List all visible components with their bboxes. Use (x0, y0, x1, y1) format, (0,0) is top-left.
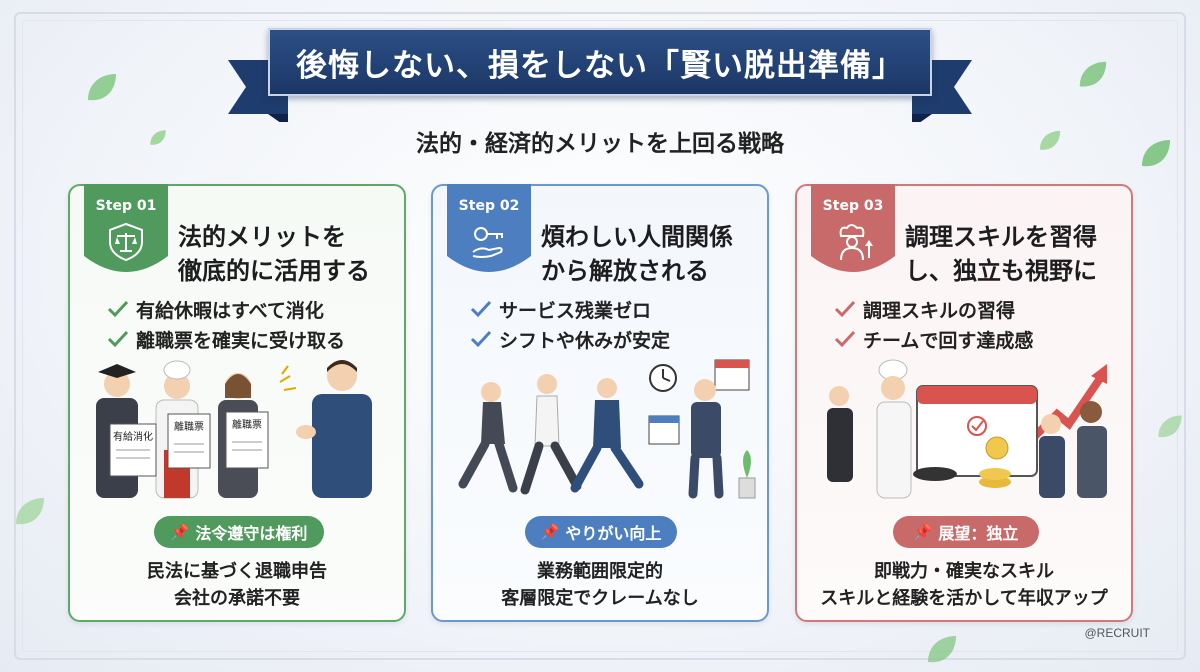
desc-line1: 即戦力・確実なスキル (874, 561, 1054, 582)
title-ribbon: 後悔しない、損をしない「賢い脱出準備」 (228, 22, 972, 122)
desc-line2: スキルと経験を活かして年収アップ (820, 588, 1108, 609)
leaf-icon (16, 498, 44, 525)
card-description: 民法に基づく退職申告 会社の承諾不要 (70, 558, 404, 612)
step-card-1: Step 01 法的メリットを 徹底的に活用する 有給休暇はすべて消化 離職票を… (68, 184, 406, 622)
leaf-icon (1142, 140, 1170, 167)
copyright: @RECRUIT (1084, 626, 1150, 640)
pill-label: 📌 やりがい向上 (525, 516, 677, 548)
check-list: サービス残業ゼロ シフトや休みが安定 (469, 294, 670, 354)
check-text: 離職票を確実に受け取る (136, 329, 346, 352)
check-list: 有給休暇はすべて消化 離職票を確実に受け取る (106, 294, 345, 354)
card-title: 法的メリットを 徹底的に活用する (178, 220, 403, 288)
page-subtitle: 法的・経済的メリットを上回る戦略 (416, 131, 784, 157)
outer-frame (14, 12, 1186, 660)
pill-label: 📌 展望：独立 (893, 516, 1039, 548)
check-item: 調理スキルの習得 (833, 294, 1033, 324)
pin-icon: 📌 (913, 523, 933, 541)
doc-label: 離職票 (174, 420, 204, 433)
check-item: チームで回す達成感 (833, 324, 1033, 354)
leaf-icon (1079, 61, 1107, 87)
card-title-line2: から解放される (541, 257, 709, 285)
title-banner: 後悔しない、損をしない「賢い脱出準備」 (268, 28, 932, 96)
step-label: Step 03 (822, 198, 884, 214)
check-text: 調理スキルの習得 (863, 299, 1016, 322)
step-card-2: Step 02 煩わしい人間関係 から解放される サービス残業ゼロ シフトや休み… (431, 184, 769, 622)
check-item: 有給休暇はすべて消化 (106, 294, 345, 324)
pill-text: やりがい向上 (565, 524, 662, 543)
inner-frame (22, 20, 1178, 652)
checkmark-icon (107, 330, 129, 348)
card-title-line2: し、独立も視野に (905, 257, 1097, 285)
illustration-running-workers (458, 359, 756, 499)
step-label: Step 02 (458, 198, 520, 214)
check-list: 調理スキルの習得 チームで回す達成感 (833, 294, 1033, 354)
scales-shield-icon (109, 222, 143, 262)
check-text: シフトや休みが安定 (499, 329, 671, 352)
pin-icon: 📌 (170, 523, 190, 541)
step-label: Step 01 (95, 198, 157, 214)
illustration-chef-team-growth (827, 359, 1107, 499)
key-hand-icon (472, 227, 503, 258)
pill-text: 法令遵守は権利 (195, 524, 308, 543)
card-description: 即戦力・確実なスキル スキルと経験を活かして年収アップ (797, 558, 1131, 612)
check-text: サービス残業ゼロ (499, 299, 652, 322)
desc-line2: 客層限定でクレームなし (501, 588, 699, 609)
card-description: 業務範囲限定的 客層限定でクレームなし (433, 558, 767, 612)
card-title-line1: 煩わしい人間関係 (541, 223, 733, 251)
doc-label: 有給消化 (113, 430, 153, 443)
checkmark-icon (470, 300, 492, 318)
desc-line2: 会社の承諾不要 (174, 588, 300, 609)
illustration-workers-holding-documents: 有給消化 離職票 離職票 (96, 360, 372, 499)
checkmark-icon (834, 330, 856, 348)
step-badge (84, 184, 168, 272)
pin-icon: 📌 (540, 523, 560, 541)
leaf-icon (88, 74, 116, 101)
step-card-3: Step 03 調理スキルを習得 し、独立も視野に 調理スキルの習得 チームで回… (795, 184, 1133, 622)
card-title-line2: 徹底的に活用する (178, 257, 370, 285)
step-badge (447, 184, 531, 272)
doc-label: 離職票 (232, 418, 262, 431)
step-badge (811, 184, 895, 272)
leaf-icon (1158, 415, 1182, 438)
desc-line1: 民法に基づく退職申告 (147, 561, 327, 582)
checkmark-icon (470, 330, 492, 348)
chef-growth-icon (839, 224, 873, 261)
leaf-icon (928, 636, 956, 663)
card-title: 調理スキルを習得 し、独立も視野に (905, 220, 1130, 288)
leaf-icon (1039, 130, 1061, 150)
card-title: 煩わしい人間関係 から解放される (541, 220, 766, 288)
pill-text: 展望：独立 (938, 524, 1019, 543)
card-title-line1: 法的メリットを (178, 223, 346, 251)
check-text: チームで回す達成感 (863, 329, 1034, 352)
page-title: 後悔しない、損をしない「賢い脱出準備」 (296, 47, 904, 84)
check-item: シフトや休みが安定 (469, 324, 670, 354)
check-item: サービス残業ゼロ (469, 294, 670, 324)
check-text: 有給休暇はすべて消化 (136, 299, 324, 322)
card-title-line1: 調理スキルを習得 (905, 223, 1097, 251)
desc-line1: 業務範囲限定的 (537, 561, 663, 582)
pill-label: 📌 法令遵守は権利 (154, 516, 324, 548)
checkmark-icon (834, 300, 856, 318)
check-item: 離職票を確実に受け取る (106, 324, 345, 354)
checkmark-icon (107, 300, 129, 318)
leaf-icon (150, 130, 166, 145)
